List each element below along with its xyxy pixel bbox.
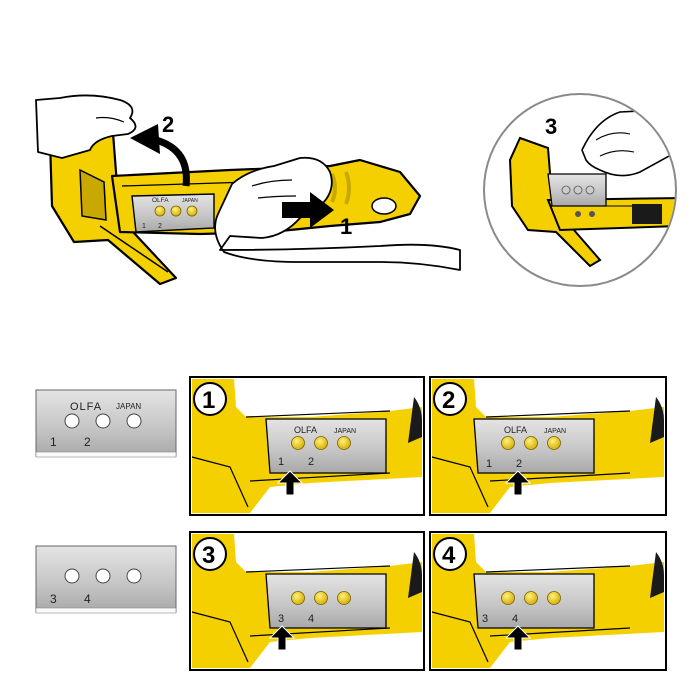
panel-3-num-left: 3 bbox=[278, 613, 284, 625]
top-blade-origin: JAPAN bbox=[182, 198, 198, 204]
panel-2-badge: 2 bbox=[442, 387, 455, 414]
panel-4-badge: 4 bbox=[442, 542, 456, 569]
panel-2-num-left: 1 bbox=[486, 458, 492, 470]
top-blade-edge-2: 2 bbox=[158, 223, 162, 230]
panel-1-brand: OLFA bbox=[294, 425, 317, 435]
panel-1-badge: 1 bbox=[202, 387, 215, 414]
panel-1-origin: JAPAN bbox=[334, 428, 356, 435]
panel-3-arrow-icon bbox=[268, 625, 296, 651]
top-blade: OLFA JAPAN 1 2 bbox=[131, 193, 215, 233]
blade-reference-1: OLFA JAPAN 1 2 bbox=[35, 389, 177, 458]
panel-2-num-right: 2 bbox=[516, 458, 522, 470]
blade-ref-num-right: 4 bbox=[84, 592, 91, 606]
arrow-2-icon bbox=[130, 124, 190, 187]
panel-3-badge: 3 bbox=[202, 542, 215, 569]
blade-ref-num-left: 1 bbox=[50, 435, 57, 449]
blade-ref-origin: JAPAN bbox=[116, 402, 141, 411]
blade-ref-brand: OLFA bbox=[70, 401, 102, 413]
blade-reference-2: 3 4 bbox=[35, 545, 177, 614]
top-blade-brand: OLFA bbox=[152, 197, 169, 204]
panel-3: 3 4 3 bbox=[189, 531, 425, 671]
step-3-inset: 3 bbox=[483, 93, 677, 287]
left-hand bbox=[35, 94, 137, 159]
arrow-1-icon bbox=[282, 192, 334, 228]
panel-1: OLFA JAPAN 1 2 1 bbox=[189, 376, 425, 516]
step-3-label: 3 bbox=[545, 114, 557, 139]
panel-2-brand: OLFA bbox=[504, 425, 527, 435]
panel-4-num-right: 4 bbox=[512, 613, 518, 625]
panel-1-num-right: 2 bbox=[308, 456, 314, 468]
panel-2-origin: JAPAN bbox=[544, 428, 566, 435]
panel-4: 3 4 4 bbox=[429, 531, 667, 671]
panel-4-arrow-icon bbox=[504, 625, 532, 651]
panel-4-num-left: 3 bbox=[482, 613, 488, 625]
panel-2-arrow-icon bbox=[504, 470, 532, 496]
right-hand bbox=[214, 156, 461, 271]
blade-ref-num-left: 3 bbox=[50, 592, 57, 606]
top-blade-edge-1: 1 bbox=[142, 223, 146, 230]
panel-1-num-left: 1 bbox=[278, 456, 284, 468]
panel-3-num-right: 4 bbox=[308, 613, 314, 625]
step-2-label: 2 bbox=[162, 112, 174, 137]
panel-2: OLFA JAPAN 1 2 2 bbox=[429, 376, 667, 516]
step-1-label: 1 bbox=[340, 214, 352, 239]
blade-ref-num-right: 2 bbox=[84, 435, 91, 449]
panel-1-arrow-icon bbox=[276, 470, 304, 496]
top-illustration: OLFA JAPAN 1 2 1 2 bbox=[35, 94, 461, 286]
